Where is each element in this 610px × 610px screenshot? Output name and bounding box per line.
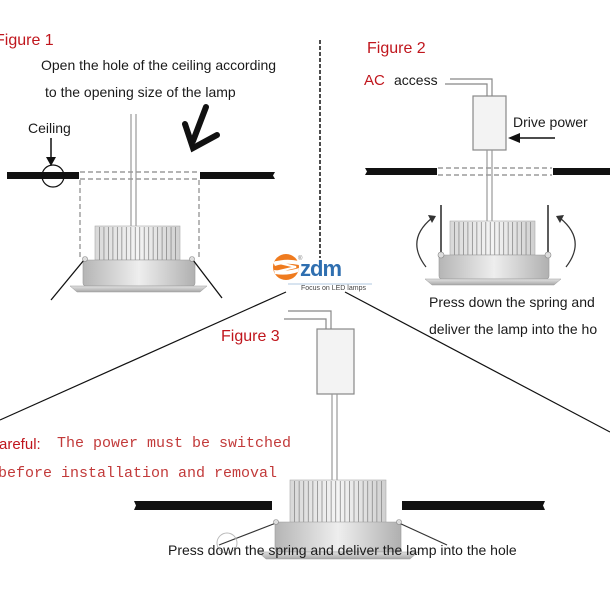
figure-2-instruction-line-2: deliver the lamp into the ho bbox=[429, 321, 598, 337]
lamp-rim bbox=[257, 551, 419, 560]
figure-1-illustration bbox=[7, 104, 275, 301]
spring-right bbox=[398, 522, 448, 546]
lamp-rim bbox=[424, 278, 562, 286]
caution-line-1: The power must be switched bbox=[57, 435, 292, 452]
rotate-arrow-right-icon bbox=[556, 215, 576, 268]
rotate-arrow-left-icon bbox=[416, 215, 436, 268]
ceiling-callout-circle bbox=[41, 164, 65, 188]
figure-1-instruction-line-1: Open the hole of the ceiling according bbox=[41, 57, 277, 73]
caution-line-2: before installation and removal bbox=[0, 465, 278, 482]
drive-power-label: Drive power bbox=[513, 114, 588, 130]
spring-pivot-right bbox=[396, 519, 402, 525]
lamp-body bbox=[82, 259, 196, 287]
figure-2-title: Figure 2 bbox=[367, 40, 426, 57]
ceiling-callout-arrowhead bbox=[46, 157, 56, 166]
drive-power-box bbox=[472, 95, 507, 151]
spring-pivot-left bbox=[82, 256, 88, 262]
figure-3-instruction: Press down the spring and deliver the la… bbox=[168, 542, 517, 558]
zdm-logo-tagline: Focus on LED lamps bbox=[301, 285, 366, 292]
figure-1-title: Figure 1 bbox=[0, 32, 54, 49]
heat-sink-fins bbox=[454, 222, 531, 255]
figure-3-illustration bbox=[134, 310, 545, 560]
hole-outline-dashed bbox=[79, 171, 200, 260]
diagonal-divider-left bbox=[0, 291, 287, 421]
access-label: access bbox=[394, 72, 438, 88]
figure-3-title: Figure 3 bbox=[221, 328, 280, 345]
lamp-body bbox=[438, 254, 550, 280]
zdm-logo-brand: zdm bbox=[300, 256, 341, 281]
heat-sink bbox=[289, 479, 387, 524]
ceiling-left bbox=[365, 168, 437, 175]
hole-outline-dashed bbox=[438, 167, 552, 176]
spring-pivot-left bbox=[273, 519, 279, 525]
spring-right bbox=[192, 259, 223, 299]
ceiling-right bbox=[553, 168, 610, 175]
heat-sink-fins bbox=[294, 481, 382, 522]
ceiling-left bbox=[134, 501, 272, 510]
spring-pivot-left bbox=[437, 251, 445, 259]
ac-access-wire-1 bbox=[450, 78, 493, 96]
ac-access-wire-2 bbox=[284, 318, 327, 329]
heat-sink bbox=[449, 220, 536, 256]
spring-left bbox=[218, 522, 277, 546]
zdm-logo-mark-icon bbox=[273, 254, 299, 280]
figure-1-instruction-line-2: to the opening size of the lamp bbox=[45, 84, 236, 100]
caution-lead: areful: bbox=[0, 436, 41, 453]
heat-sink bbox=[94, 225, 181, 261]
drive-power-box bbox=[316, 328, 355, 395]
spring-left bbox=[50, 259, 85, 301]
diagonal-divider-right bbox=[344, 291, 610, 433]
drive-power-arrowhead bbox=[508, 133, 520, 143]
ceiling-label: Ceiling bbox=[28, 120, 71, 136]
ceiling-right bbox=[402, 501, 545, 510]
ceiling-right bbox=[200, 172, 275, 179]
spring-callout-circle bbox=[216, 532, 238, 554]
insert-direction-arrow-icon bbox=[182, 104, 220, 153]
ceiling-left bbox=[7, 172, 79, 179]
ac-label: AC bbox=[364, 72, 385, 89]
spring-pivot-right bbox=[189, 256, 195, 262]
zdm-logo: zdm ® Focus on LED lamps bbox=[273, 254, 372, 292]
spring-pivot-right bbox=[544, 251, 552, 259]
zdm-logo-registered: ® bbox=[298, 255, 303, 262]
ac-access-wire-2 bbox=[445, 83, 488, 96]
ac-access-wire-1 bbox=[288, 310, 332, 329]
lamp-rim bbox=[69, 285, 208, 293]
figure-2-illustration bbox=[365, 78, 610, 286]
figure-2-instruction-line-1: Press down the spring and bbox=[429, 294, 595, 310]
heat-sink-fins bbox=[99, 227, 176, 260]
